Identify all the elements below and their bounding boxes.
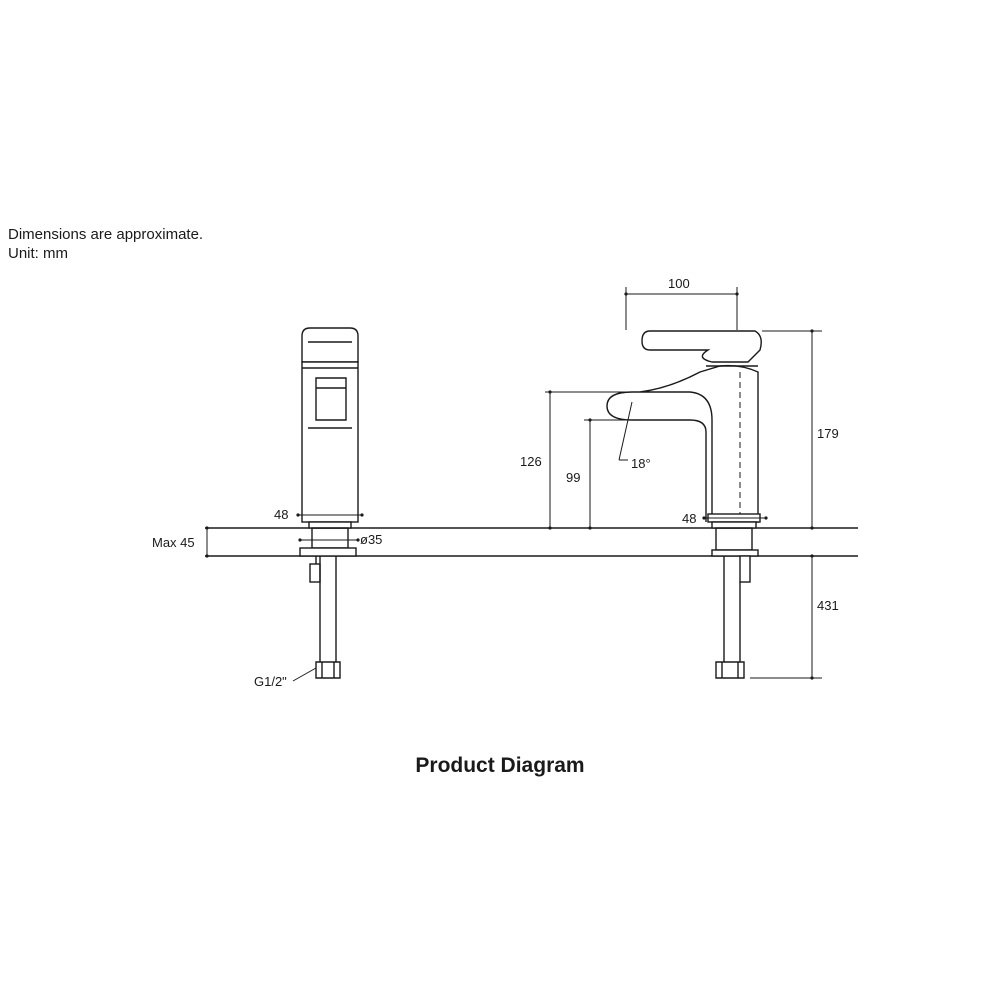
dim-thread-label: G1/2" [254,674,287,689]
dim-angle-label: 18° [631,456,651,471]
dim-spout-height-label: 126 [520,454,542,469]
dimensions-note: Dimensions are approximate. [8,226,204,243]
dim-spout-clearance-label: 99 [566,470,580,485]
dim-hose-length-label: 431 [817,598,839,613]
dim-hole-diameter-label: ø35 [360,532,382,547]
faucet-front-view [606,330,762,679]
diagram-caption: Product Diagram [415,754,585,777]
faucet-side-view [299,327,359,679]
dim-width-label: 100 [668,276,690,291]
dim-max-thickness-label: Max 45 [152,535,195,550]
dim-base-right-label: 48 [682,511,696,526]
dimension-lines [205,287,822,682]
unit-note: Unit: mm [8,245,68,262]
dim-base-left-label: 48 [274,507,288,522]
dim-height-label: 179 [817,426,839,441]
